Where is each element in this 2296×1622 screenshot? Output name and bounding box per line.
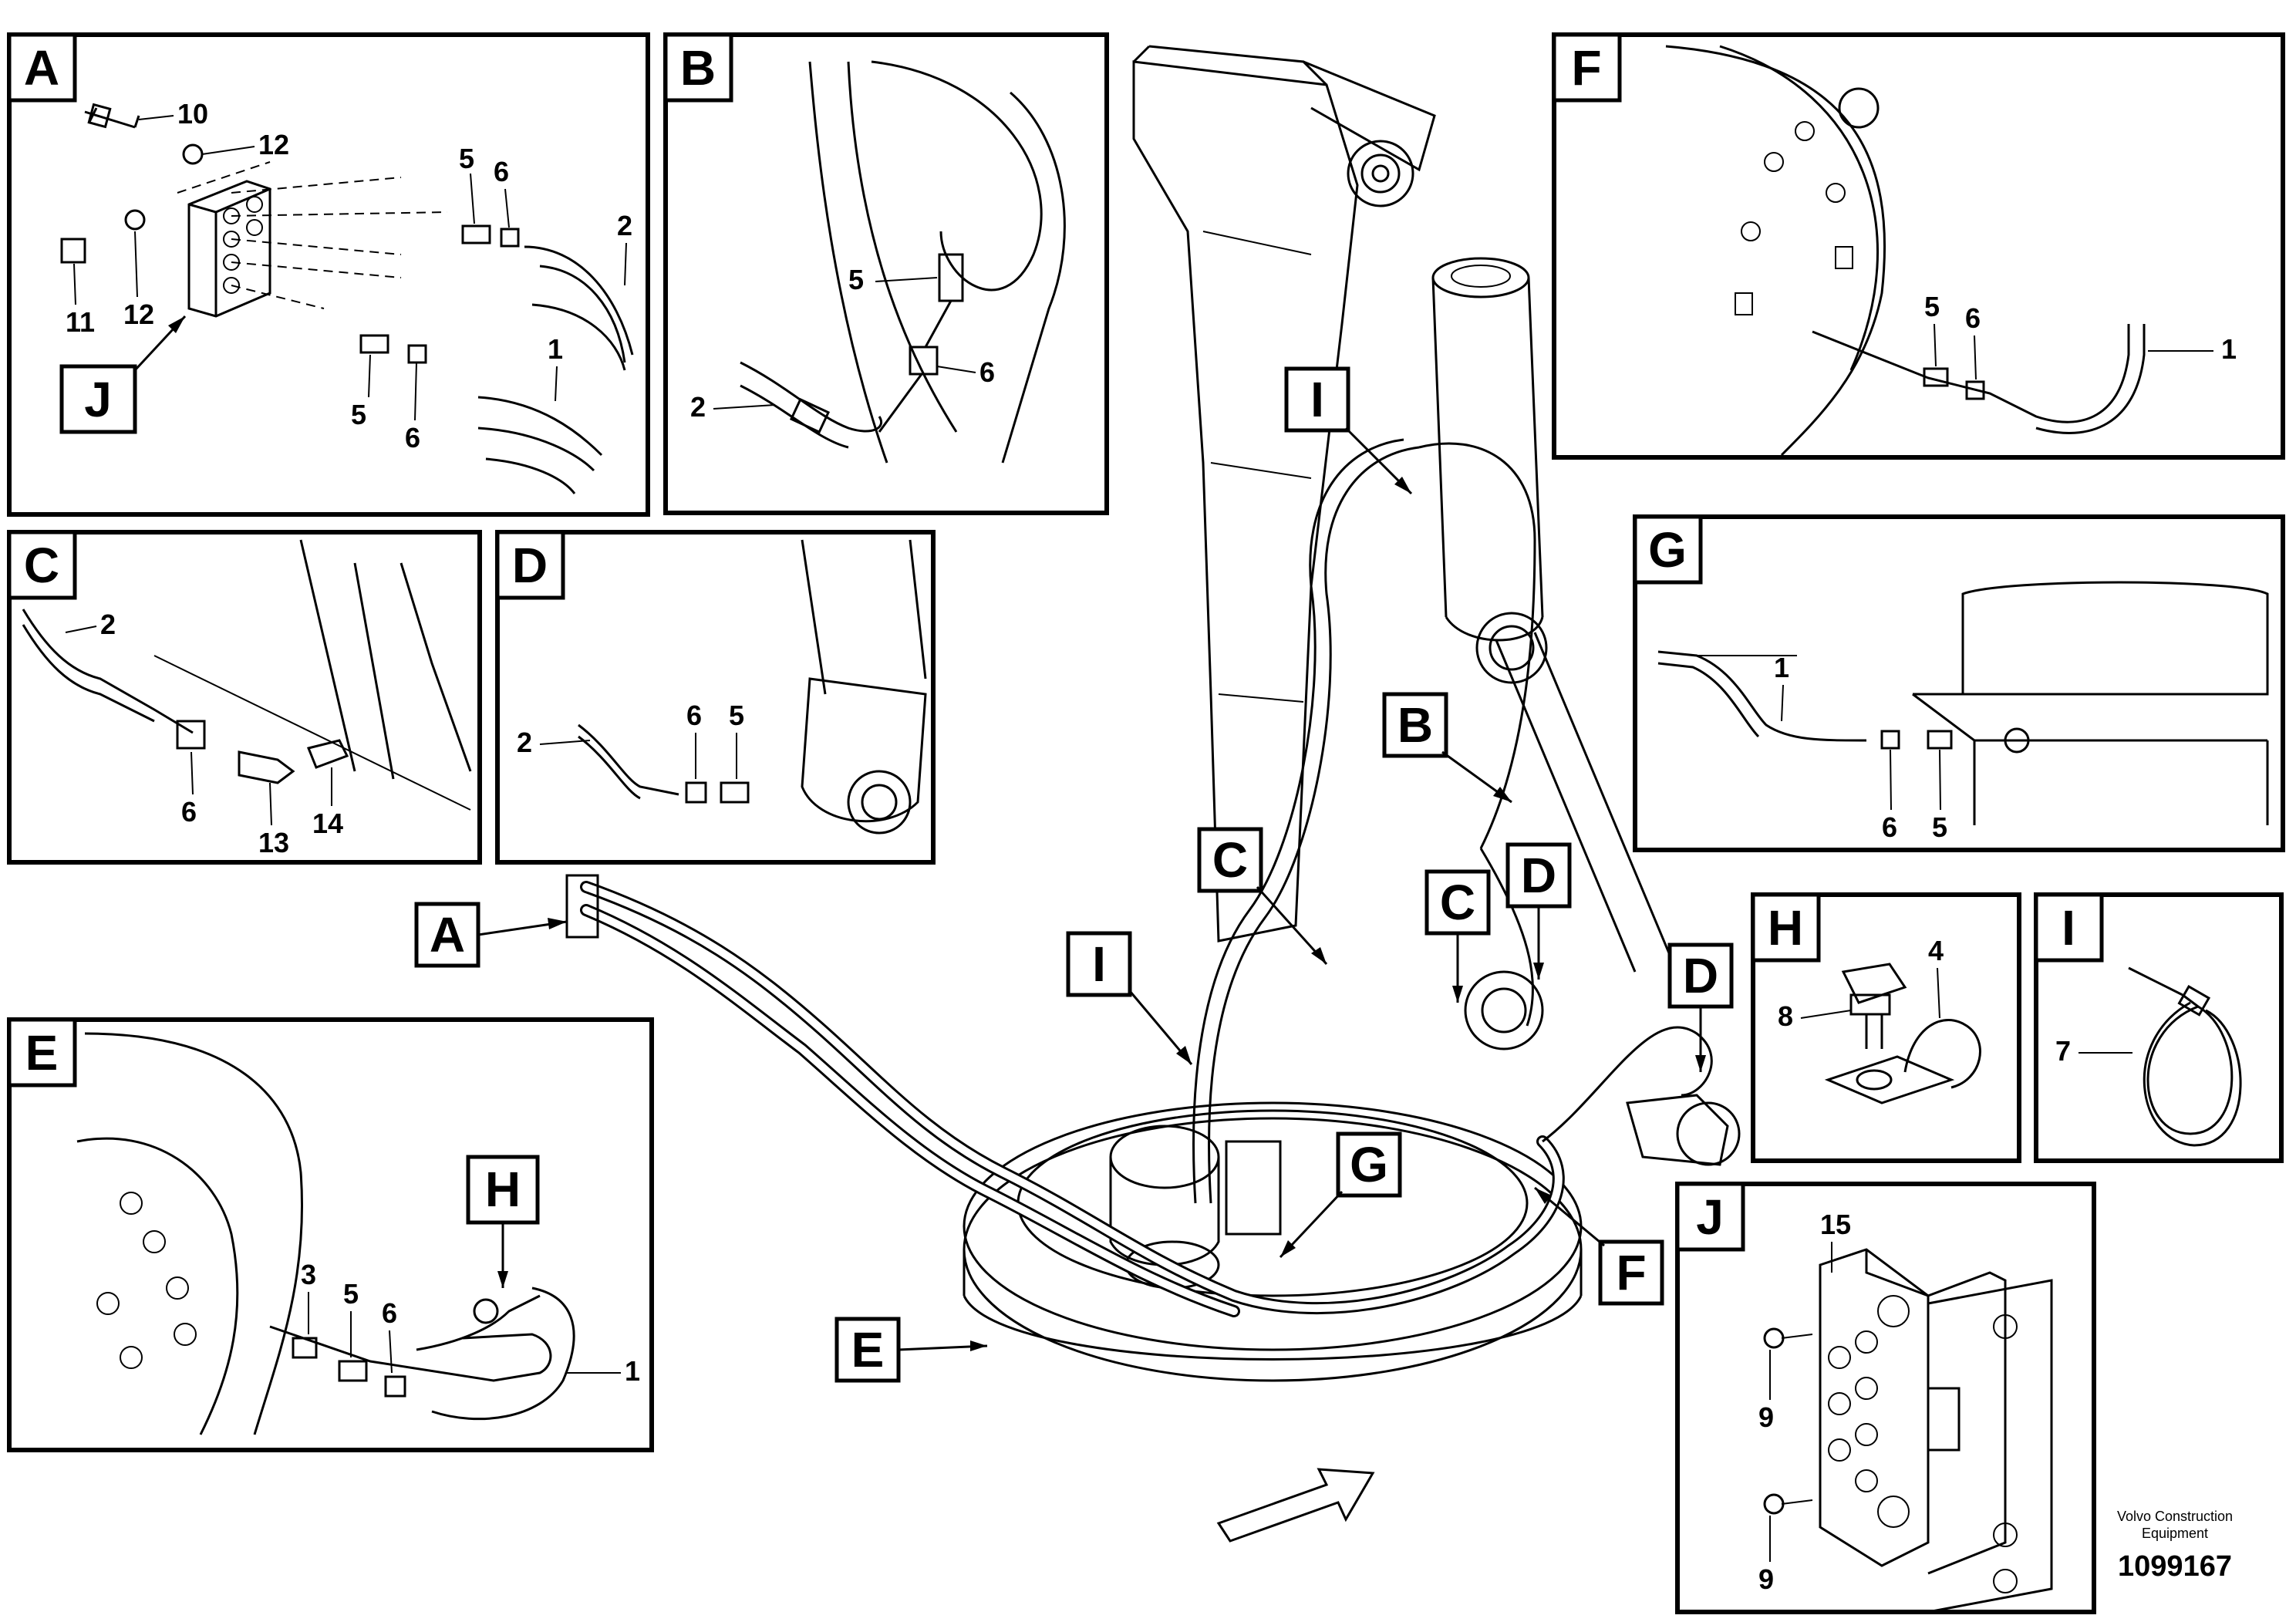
detail-panel-a: A 10 12 12 11 5	[7, 32, 650, 517]
svg-text:I: I	[1092, 936, 1106, 992]
svg-text:8: 8	[1778, 1000, 1793, 1032]
pivot-joints	[1464, 970, 1741, 1166]
direction-arrow	[1216, 1468, 1375, 1543]
svg-text:D: D	[512, 538, 548, 593]
svg-text:6: 6	[1965, 302, 1981, 334]
svg-text:13: 13	[258, 827, 289, 858]
svg-text:I: I	[2062, 900, 2075, 956]
detail-panel-c: C 2 6 13 14	[7, 530, 482, 865]
svg-text:6: 6	[405, 422, 420, 454]
svg-text:9: 9	[1758, 1563, 1774, 1595]
main-tag-C-right[interactable]: C	[1424, 869, 1491, 1003]
main-tag-G[interactable]: G	[1279, 1131, 1402, 1259]
svg-text:5: 5	[343, 1278, 359, 1310]
svg-text:B: B	[680, 40, 716, 96]
svg-text:G: G	[1350, 1137, 1388, 1192]
svg-text:D: D	[1521, 848, 1556, 903]
svg-text:9: 9	[1758, 1401, 1774, 1433]
detail-panel-g: G 1 6 5	[1633, 514, 2285, 852]
main-tag-B[interactable]: B	[1382, 692, 1512, 804]
svg-text:D: D	[1683, 948, 1718, 1003]
svg-text:A: A	[430, 907, 465, 963]
svg-text:1: 1	[2221, 333, 2237, 365]
main-tag-I-upper[interactable]: I	[1284, 366, 1413, 495]
main-view: I B C D C D	[414, 45, 1741, 1543]
detail-panel-f: F 5 6 1	[1552, 32, 2285, 460]
lift-cylinder	[1431, 257, 1675, 973]
svg-text:C: C	[1212, 832, 1248, 888]
svg-text:E: E	[851, 1322, 885, 1378]
svg-text:5: 5	[351, 399, 366, 430]
svg-text:2: 2	[690, 391, 706, 423]
main-tag-D-left[interactable]: D	[1505, 842, 1572, 980]
svg-text:B: B	[1397, 697, 1433, 753]
detail-panel-d: D 2 6 5	[495, 530, 936, 865]
svg-text:6: 6	[382, 1297, 397, 1329]
svg-text:6: 6	[979, 356, 995, 388]
svg-text:F: F	[1571, 40, 1601, 96]
boom-arm	[1132, 45, 1436, 943]
svg-text:3: 3	[301, 1259, 316, 1290]
svg-text:A: A	[24, 40, 59, 96]
svg-text:15: 15	[1820, 1209, 1851, 1240]
svg-text:H: H	[1768, 900, 1803, 956]
main-tag-F[interactable]: F	[1534, 1186, 1664, 1306]
detail-panel-b: B 5 6 2	[663, 32, 1109, 515]
svg-text:C: C	[24, 538, 59, 593]
main-tag-I-lower[interactable]: I	[1066, 931, 1193, 1065]
company-name-line1: Volvo Construction	[2116, 1509, 2234, 1524]
svg-text:6: 6	[494, 156, 509, 187]
svg-text:2: 2	[100, 609, 116, 640]
svg-text:J: J	[84, 372, 112, 427]
svg-text:6: 6	[1882, 811, 1897, 843]
main-tag-A[interactable]: A	[414, 902, 568, 968]
svg-text:6: 6	[686, 700, 702, 731]
svg-text:11: 11	[66, 306, 95, 338]
main-tag-C-left[interactable]: C	[1197, 827, 1328, 966]
detail-panel-i: I 7	[2034, 892, 2284, 1163]
svg-text:14: 14	[312, 808, 343, 839]
svg-text:5: 5	[729, 700, 744, 731]
svg-text:1: 1	[1774, 652, 1789, 683]
svg-text:10: 10	[177, 98, 208, 130]
svg-text:H: H	[485, 1162, 521, 1217]
panel-e-tag-h[interactable]	[466, 1155, 540, 1225]
svg-text:1: 1	[548, 333, 563, 365]
svg-text:12: 12	[123, 298, 154, 330]
svg-text:5: 5	[848, 264, 864, 295]
company-name-line2: Equipment	[2141, 1526, 2209, 1541]
svg-text:5: 5	[1924, 291, 1940, 322]
svg-text:E: E	[25, 1025, 59, 1081]
footer-company: Volvo Construction Equipment	[2082, 1508, 2267, 1542]
svg-text:7: 7	[2055, 1035, 2071, 1067]
svg-text:4: 4	[1928, 935, 1944, 966]
svg-text:5: 5	[459, 143, 474, 174]
drawing-number: 1099167	[2118, 1550, 2232, 1583]
svg-text:F: F	[1616, 1245, 1646, 1300]
hose-bundle	[565, 438, 1713, 1317]
svg-text:C: C	[1440, 875, 1475, 930]
svg-text:12: 12	[258, 129, 289, 160]
svg-text:J: J	[1696, 1189, 1724, 1245]
detail-panel-h: H 4 8	[1751, 892, 2021, 1163]
panel-a-tag-j[interactable]	[59, 364, 137, 434]
main-tag-D-right[interactable]: D	[1667, 943, 1734, 1072]
detail-panel-j: J 15 9 9	[1675, 1182, 2096, 1614]
svg-text:G: G	[1648, 522, 1687, 578]
slew-ring	[963, 1101, 1583, 1382]
svg-text:5: 5	[1932, 811, 1947, 843]
detail-panel-e: E 3 5 6 1 H	[7, 1017, 654, 1452]
svg-text:2: 2	[617, 210, 632, 241]
svg-text:2: 2	[517, 727, 532, 758]
svg-text:1: 1	[625, 1355, 640, 1387]
svg-text:I: I	[1310, 372, 1324, 427]
svg-text:6: 6	[181, 796, 197, 828]
main-tag-E[interactable]: E	[834, 1317, 988, 1383]
